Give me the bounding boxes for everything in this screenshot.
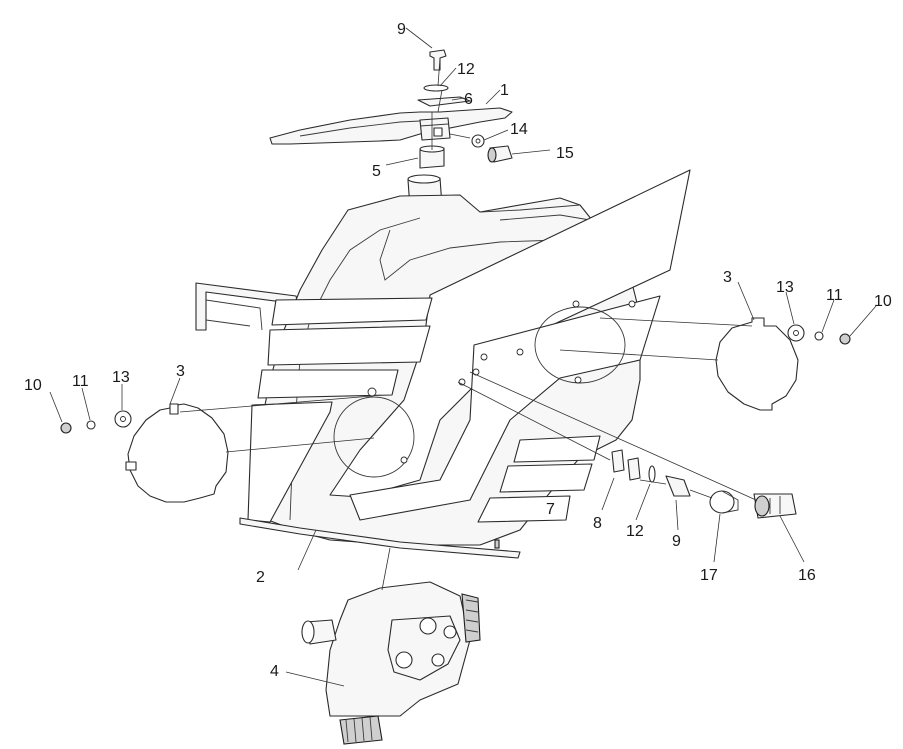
callout-14: 14 (510, 121, 528, 138)
callout-9-bottom: 9 (672, 533, 681, 550)
callout-1: 1 (500, 82, 509, 99)
callout-7: 7 (546, 501, 555, 518)
nut-part-11-right (814, 331, 824, 341)
callout-9-top: 9 (397, 21, 406, 38)
nut-part-17 (709, 490, 739, 514)
washer-part-13-right (787, 324, 805, 342)
nut-part-11-left (86, 420, 96, 430)
callout-17: 17 (700, 567, 718, 584)
callout-4: 4 (270, 663, 279, 680)
callout-labels: 9 12 1 6 14 15 5 3 13 11 10 10 11 13 3 7… (24, 21, 892, 680)
sensor-part-16 (753, 493, 797, 519)
cover-part-3-right (715, 317, 799, 411)
callout-15: 15 (556, 145, 574, 162)
callout-10-right: 10 (874, 293, 892, 310)
leader-lines (49, 27, 877, 687)
callout-12-bottom: 12 (626, 523, 644, 540)
hub-block (419, 117, 451, 141)
bolt-part-9-top (429, 49, 447, 71)
callout-3-left: 3 (176, 363, 185, 380)
callout-11-right: 11 (826, 287, 843, 304)
washer-part-12-top (423, 84, 449, 92)
nut-part-10-right (839, 333, 851, 345)
cover-part-3-left (125, 403, 229, 503)
nut-part-10-left (60, 422, 72, 434)
callout-6: 6 (464, 91, 473, 108)
callout-10-left: 10 (24, 377, 42, 394)
callout-5: 5 (372, 163, 381, 180)
washer-part-12-bottom (648, 465, 656, 483)
callout-8: 8 (593, 515, 602, 532)
callout-2: 2 (256, 569, 265, 586)
callout-16: 16 (798, 567, 816, 584)
callout-11-left: 11 (72, 373, 89, 390)
washer-part-14 (471, 134, 485, 148)
callout-13-left: 13 (112, 369, 130, 386)
bracket-part-8 (611, 449, 641, 481)
nut-part-15 (487, 145, 513, 163)
bolt-part-9-bottom (665, 475, 691, 497)
washer-part-13-left (114, 410, 132, 428)
housing-part-2 (195, 169, 691, 559)
gearbox-part-4 (301, 581, 481, 745)
callout-13-right: 13 (776, 279, 794, 296)
callout-12-top: 12 (457, 61, 475, 78)
callout-3-right: 3 (723, 269, 732, 286)
